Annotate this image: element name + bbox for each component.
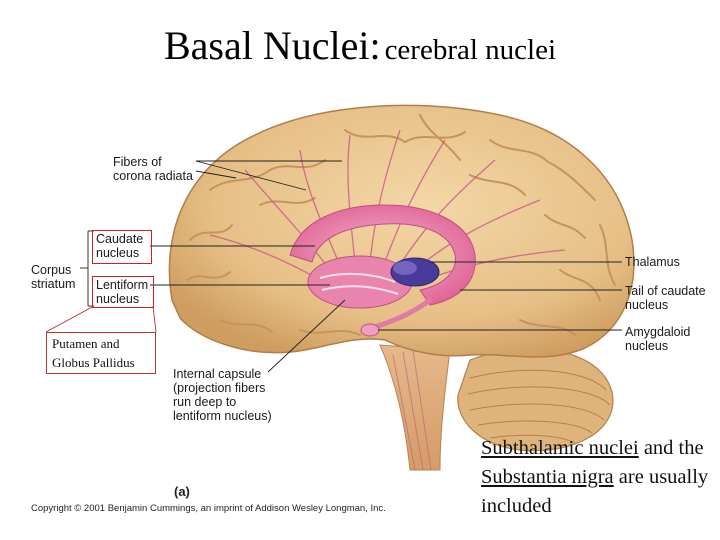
putamen-connectors [45, 305, 157, 333]
label-fibers-line2: corona radiata [113, 169, 193, 183]
note-and-the: and the [638, 437, 704, 459]
label-thalamus: Thalamus [625, 255, 680, 269]
label-corpus-striatum: Corpus striatum [31, 263, 75, 291]
note-substantia-nigra: Substantia nigra [481, 466, 614, 488]
figure-label: (a) [174, 484, 190, 499]
stem-fibers [392, 349, 432, 471]
note-usually-included: are usually included [481, 466, 709, 517]
label-fibers-line1: Fibers of [113, 155, 162, 169]
label-caudate: Caudate nucleus [92, 230, 152, 264]
label-internal-line1: Internal capsule [173, 367, 262, 381]
amygdaloid-nucleus [360, 323, 380, 337]
label-lentiform: Lentiform nucleus [92, 276, 154, 308]
label-internal-line4: lentiform nucleus) [173, 409, 272, 423]
label-corpus-line1: Corpus [31, 263, 72, 277]
label-internal-line3: run deep to [173, 395, 237, 409]
label-tail-line1: Tail of caudate [625, 284, 706, 298]
label-fibers: Fibers of corona radiata [113, 155, 193, 183]
label-corpus-line2: striatum [31, 277, 76, 291]
copyright: Copyright © 2001 Benjamin Cummings, an i… [31, 503, 386, 514]
cerebrum [168, 104, 635, 358]
label-amygdaloid: Amygdaloid nucleus [625, 325, 690, 353]
cerebellum-folds [467, 369, 611, 444]
label-caudate-line2: nucleus [96, 246, 140, 260]
label-tail-line2: nucleus [625, 298, 669, 312]
label-amygdaloid-line1: Amygdaloid [625, 325, 691, 339]
label-lentiform-line2: nucleus [96, 292, 140, 306]
putamen-line1: Putamen and [52, 336, 120, 351]
label-internal-line2: (projection fibers [173, 381, 266, 395]
label-caudate-line1: Caudate [96, 232, 144, 246]
subthalamic-note: Subthalamic nuclei and the Substantia ni… [481, 434, 713, 521]
putamen-line2: Globus Pallidus [52, 355, 135, 370]
corona-radiata-fibers [209, 129, 566, 281]
title-sub: cerebral nuclei [384, 34, 557, 66]
caudate-nucleus [289, 204, 476, 306]
label-tail-caudate: Tail of caudate nucleus [625, 284, 706, 312]
putamen-globus-box: Putamen and Globus Pallidus [46, 332, 156, 374]
label-internal-capsule: Internal capsule (projection fibers run … [173, 367, 272, 423]
label-amygdaloid-line2: nucleus [625, 339, 669, 353]
label-lentiform-line1: Lentiform [96, 278, 149, 292]
leader-lines [80, 160, 622, 373]
page-title: Basal Nuclei: cerebral nuclei [0, 22, 720, 69]
title-main: Basal Nuclei: [163, 23, 381, 68]
note-subthalamic: Subthalamic nuclei [481, 437, 639, 459]
internal-capsule-stripes [319, 272, 399, 295]
